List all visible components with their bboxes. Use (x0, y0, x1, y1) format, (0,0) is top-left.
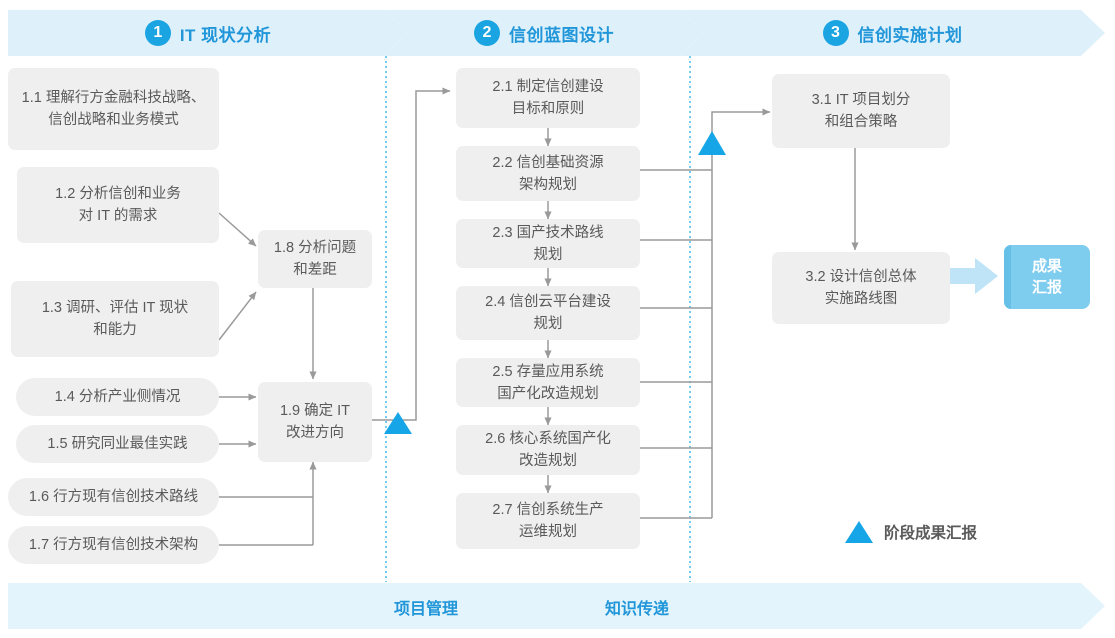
node-2-6[interactable]: 2.6 核心系统国产化 改造规划 (456, 425, 640, 475)
result-arrow (944, 258, 998, 294)
node-1-9[interactable]: 1.9 确定 IT 改进方向 (258, 382, 372, 462)
node-1-8[interactable]: 1.8 分析问题 和差距 (258, 230, 372, 288)
phase-2-chevron-shape (384, 10, 704, 56)
phase-banner-3[interactable]: 3 信创实施计划 (680, 10, 1105, 56)
result-badge[interactable]: 成果 汇报 (1004, 245, 1090, 309)
node-2-7[interactable]: 2.7 信创系统生产 运维规划 (456, 493, 640, 549)
node-1-1[interactable]: 1.1 理解行方金融科技战略、 信创战略和业务模式 (8, 68, 219, 150)
legend-label: 阶段成果汇报 (884, 525, 978, 542)
bottom-band-label-1: 知识传递 (605, 601, 670, 618)
bottom-band-chevron-shape (8, 583, 1105, 629)
milestone-triangle-phase1 (384, 412, 412, 434)
node-1-7[interactable]: 1.7 行方现有信创技术架构 (8, 526, 219, 564)
phase-2-title: 信创蓝图设计 (509, 25, 614, 45)
phase-1-title: IT 现状分析 (179, 25, 272, 45)
node-2-4[interactable]: 2.4 信创云平台建设 规划 (456, 286, 640, 340)
phase-3-title: 信创实施计划 (857, 25, 963, 45)
milestone-triangle-icon (845, 521, 873, 543)
phase-2-number: 2 (474, 20, 500, 46)
node-2-2[interactable]: 2.2 信创基础资源 架构规划 (456, 146, 640, 201)
node-1-4[interactable]: 1.4 分析产业侧情况 (16, 378, 219, 416)
legend: 阶段成果汇报 (845, 521, 977, 543)
node-3-2[interactable]: 3.2 设计信创总体 实施路线图 (772, 252, 950, 324)
node-2-1[interactable]: 2.1 制定信创建设 目标和原则 (456, 68, 640, 128)
bottom-band-label-0: 项目管理 (394, 601, 459, 618)
node-2-5[interactable]: 2.5 存量应用系统 国产化改造规划 (456, 358, 640, 407)
phase-banner-2[interactable]: 2 信创蓝图设计 (384, 10, 704, 56)
phase-1-chevron-shape (8, 10, 408, 56)
node-1-5[interactable]: 1.5 研究同业最佳实践 (16, 425, 219, 463)
phase-banner-1[interactable]: 1 IT 现状分析 (8, 10, 408, 56)
phase-3-chevron-shape (680, 10, 1105, 56)
node-1-2[interactable]: 1.2 分析信创和业务 对 IT 的需求 (17, 167, 219, 243)
phase-1-number: 1 (144, 20, 171, 46)
milestone-triangle-phase2 (698, 131, 726, 155)
node-1-3[interactable]: 1.3 调研、评估 IT 现状 和能力 (11, 281, 219, 357)
node-3-1[interactable]: 3.1 IT 项目划分 和组合策略 (772, 74, 950, 148)
phase-3-number: 3 (822, 20, 849, 46)
node-2-3[interactable]: 2.3 国产技术路线 规划 (456, 219, 640, 268)
bottom-band[interactable]: 项目管理 知识传递 (8, 583, 1105, 629)
node-1-6[interactable]: 1.6 行方现有信创技术路线 (8, 478, 219, 516)
